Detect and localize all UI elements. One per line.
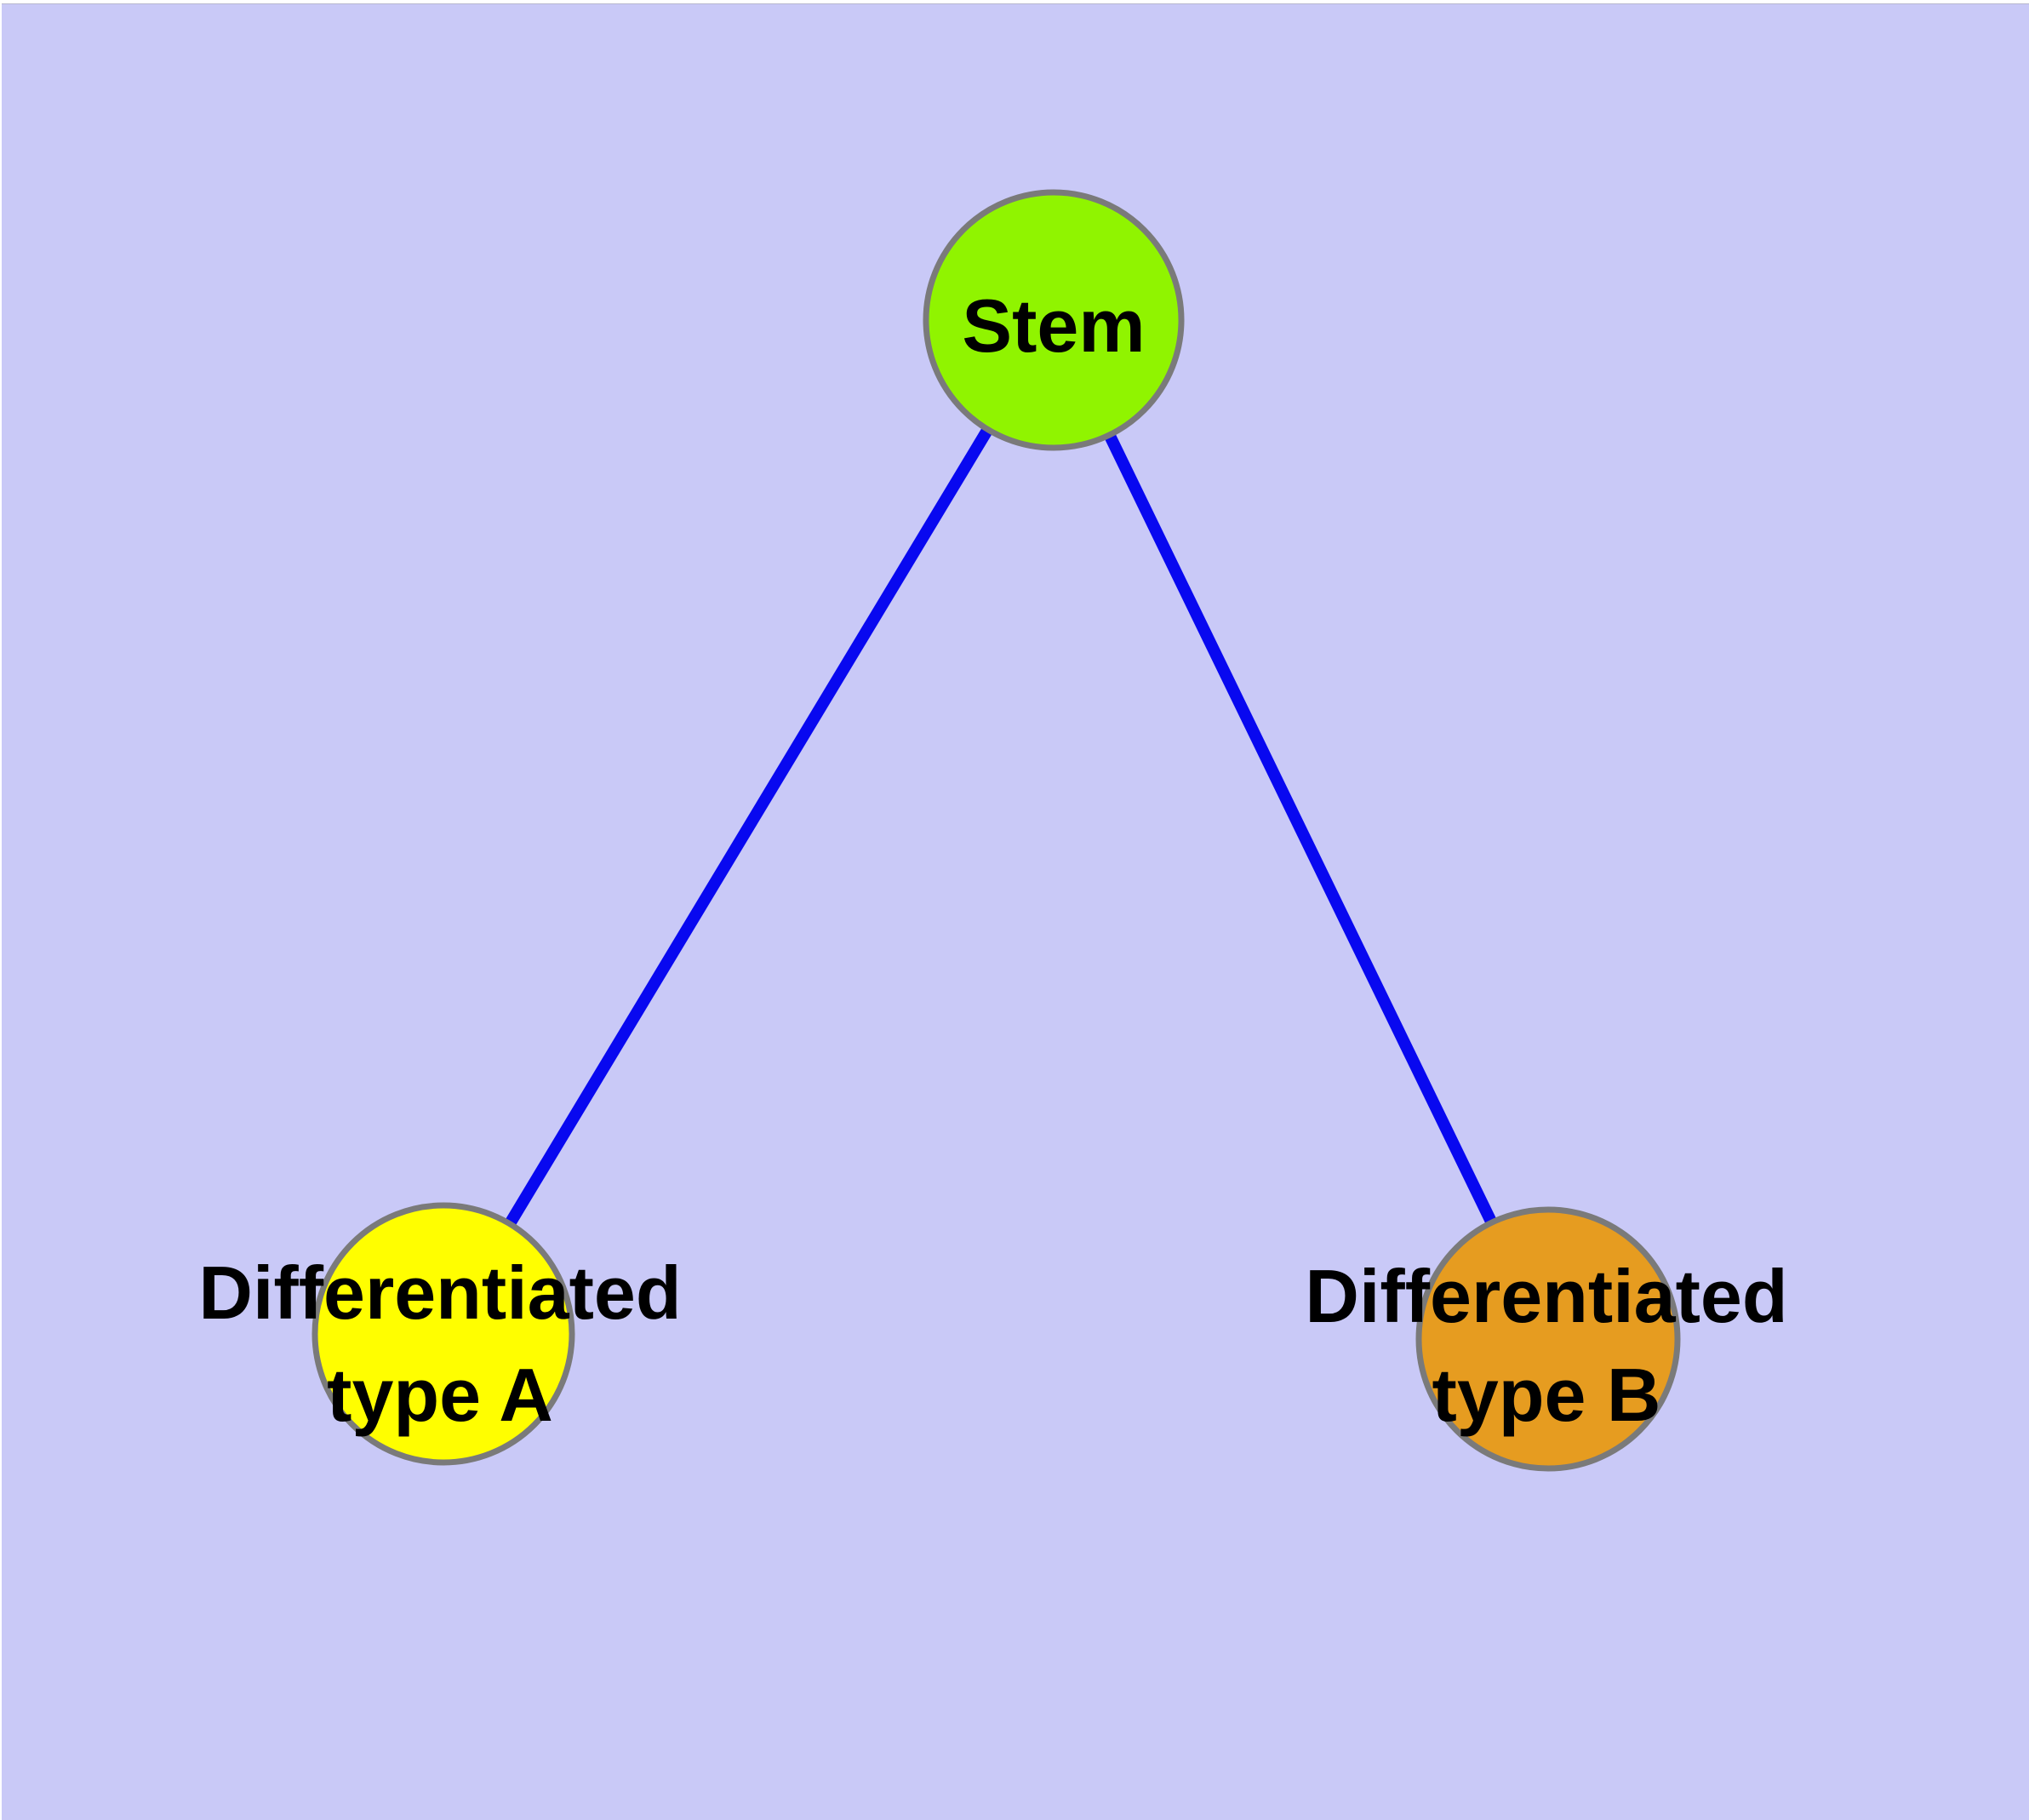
edge-stem-to-type-a[interactable]	[438, 317, 1059, 1337]
node-stem-label: Stem	[962, 283, 1145, 368]
node-differentiated-type-b[interactable]	[1415, 1206, 1681, 1472]
node-differentiated-type-b-label-line2: type B	[1432, 1353, 1661, 1437]
graph-canvas: Stem Differentiated type A Differentiate…	[2, 3, 2029, 1820]
node-differentiated-type-a[interactable]	[311, 1202, 575, 1466]
node-differentiated-type-a-label-line1: Differentiated	[198, 1251, 681, 1335]
graph-svg: Stem Differentiated type A Differentiate…	[2, 4, 2029, 1820]
node-stem[interactable]	[923, 189, 1185, 451]
node-differentiated-type-b-label-line1: Differentiated	[1305, 1254, 1787, 1338]
node-differentiated-type-a-label-line2: type A	[327, 1353, 553, 1437]
edge-stem-to-type-b[interactable]	[1048, 317, 1554, 1342]
